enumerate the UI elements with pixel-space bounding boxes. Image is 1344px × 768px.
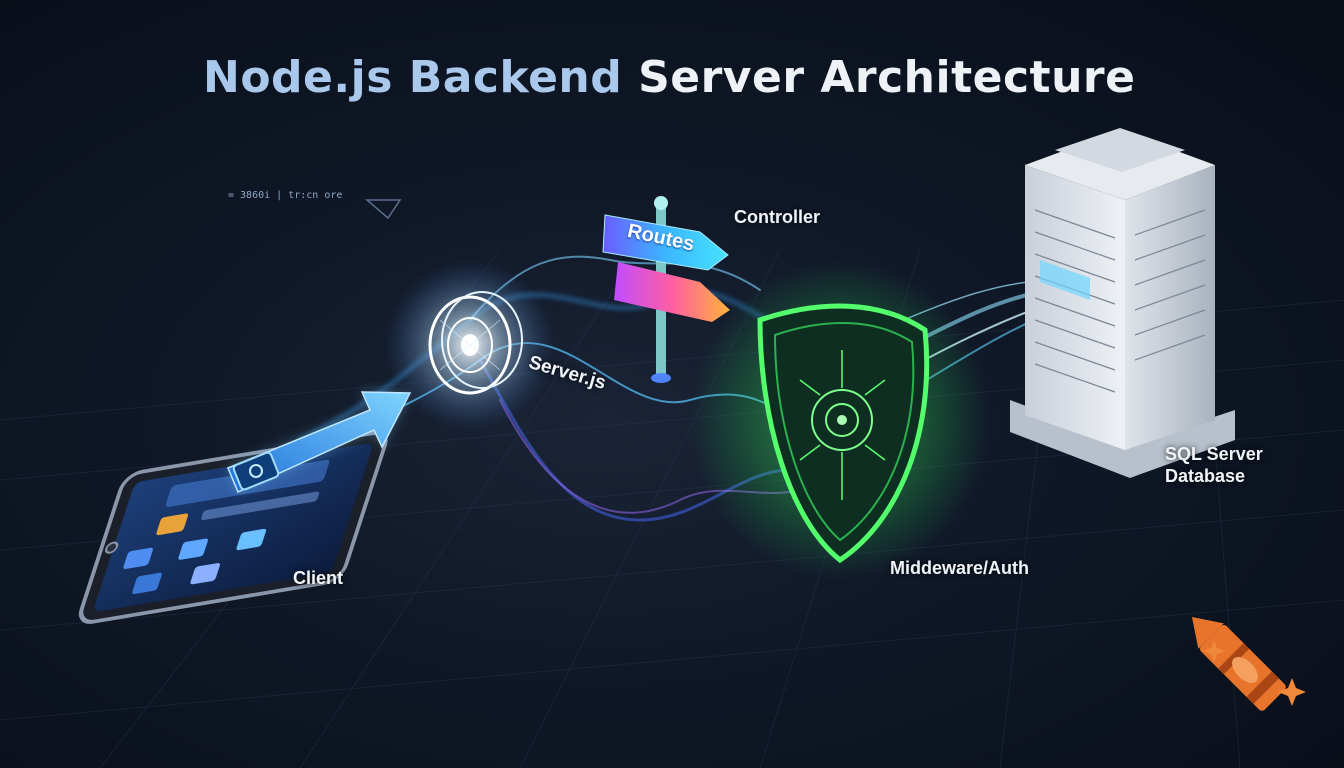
small-caption: = 3860i | tr:cn ore: [228, 190, 343, 201]
server-tower-icon: [1010, 128, 1235, 478]
signpost-icon: [602, 196, 730, 383]
phone-icon: [78, 430, 388, 624]
database-label-line-2: Database: [1165, 466, 1246, 486]
middleware-label: Middeware/Auth: [890, 558, 1030, 578]
title-part-2: Server Architecture: [638, 52, 1136, 103]
title-part-1: Node.js Backend: [203, 52, 623, 103]
crayon-icon: [1191, 616, 1286, 711]
diagram-title: Node.js Backend Server Architecture: [203, 52, 1135, 103]
database-label: SQL Server Database: [1165, 443, 1263, 487]
arrow-icon: [227, 391, 412, 494]
server-gear-icon: [385, 260, 555, 430]
controller-label: Controller: [734, 207, 821, 227]
chevron-icon: [364, 199, 402, 220]
sparkle-icon: [1203, 640, 1306, 706]
database-label-line-1: SQL Server: [1165, 444, 1263, 464]
shield-icon: [690, 260, 990, 580]
client-label: Client: [293, 568, 344, 588]
